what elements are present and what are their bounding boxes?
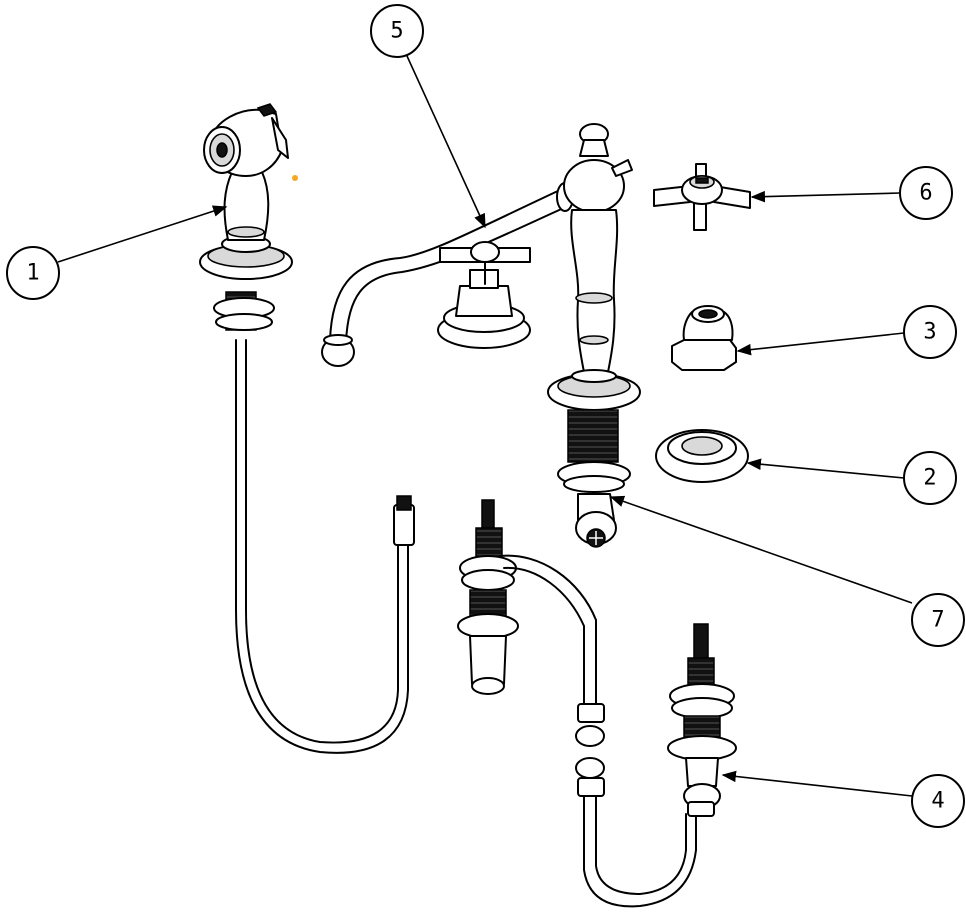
callout-3-label: 3 [923, 320, 936, 345]
escutcheon-ring [655, 429, 749, 483]
leader-2 [746, 458, 905, 479]
side-spray-assembly [199, 103, 415, 754]
callout-2: 2 [903, 451, 957, 505]
callout-7: 7 [911, 593, 965, 647]
callout-5-label: 5 [390, 19, 403, 44]
right-valve [667, 623, 737, 817]
leader-4 [721, 770, 913, 797]
callout-6: 6 [899, 166, 953, 220]
leader-1 [57, 205, 228, 263]
leader-3 [736, 332, 905, 356]
bonnet-nut [671, 305, 737, 371]
callout-5: 5 [370, 4, 424, 58]
callout-1: 1 [6, 246, 60, 300]
cross-handle [653, 163, 751, 231]
left-valve [457, 499, 697, 908]
callout-3: 3 [903, 305, 957, 359]
spout-assembly [321, 182, 574, 367]
callout-4-label: 4 [931, 789, 944, 814]
callout-6-label: 6 [919, 181, 932, 206]
faucet-body [547, 123, 641, 548]
callout-7-label: 7 [931, 608, 944, 633]
callout-4: 4 [911, 774, 965, 828]
leader-5 [406, 55, 486, 229]
callout-1-label: 1 [26, 261, 39, 286]
accent-dot [292, 175, 298, 181]
leader-7 [609, 495, 913, 604]
callout-2-label: 2 [923, 466, 936, 491]
leader-6 [750, 190, 901, 203]
